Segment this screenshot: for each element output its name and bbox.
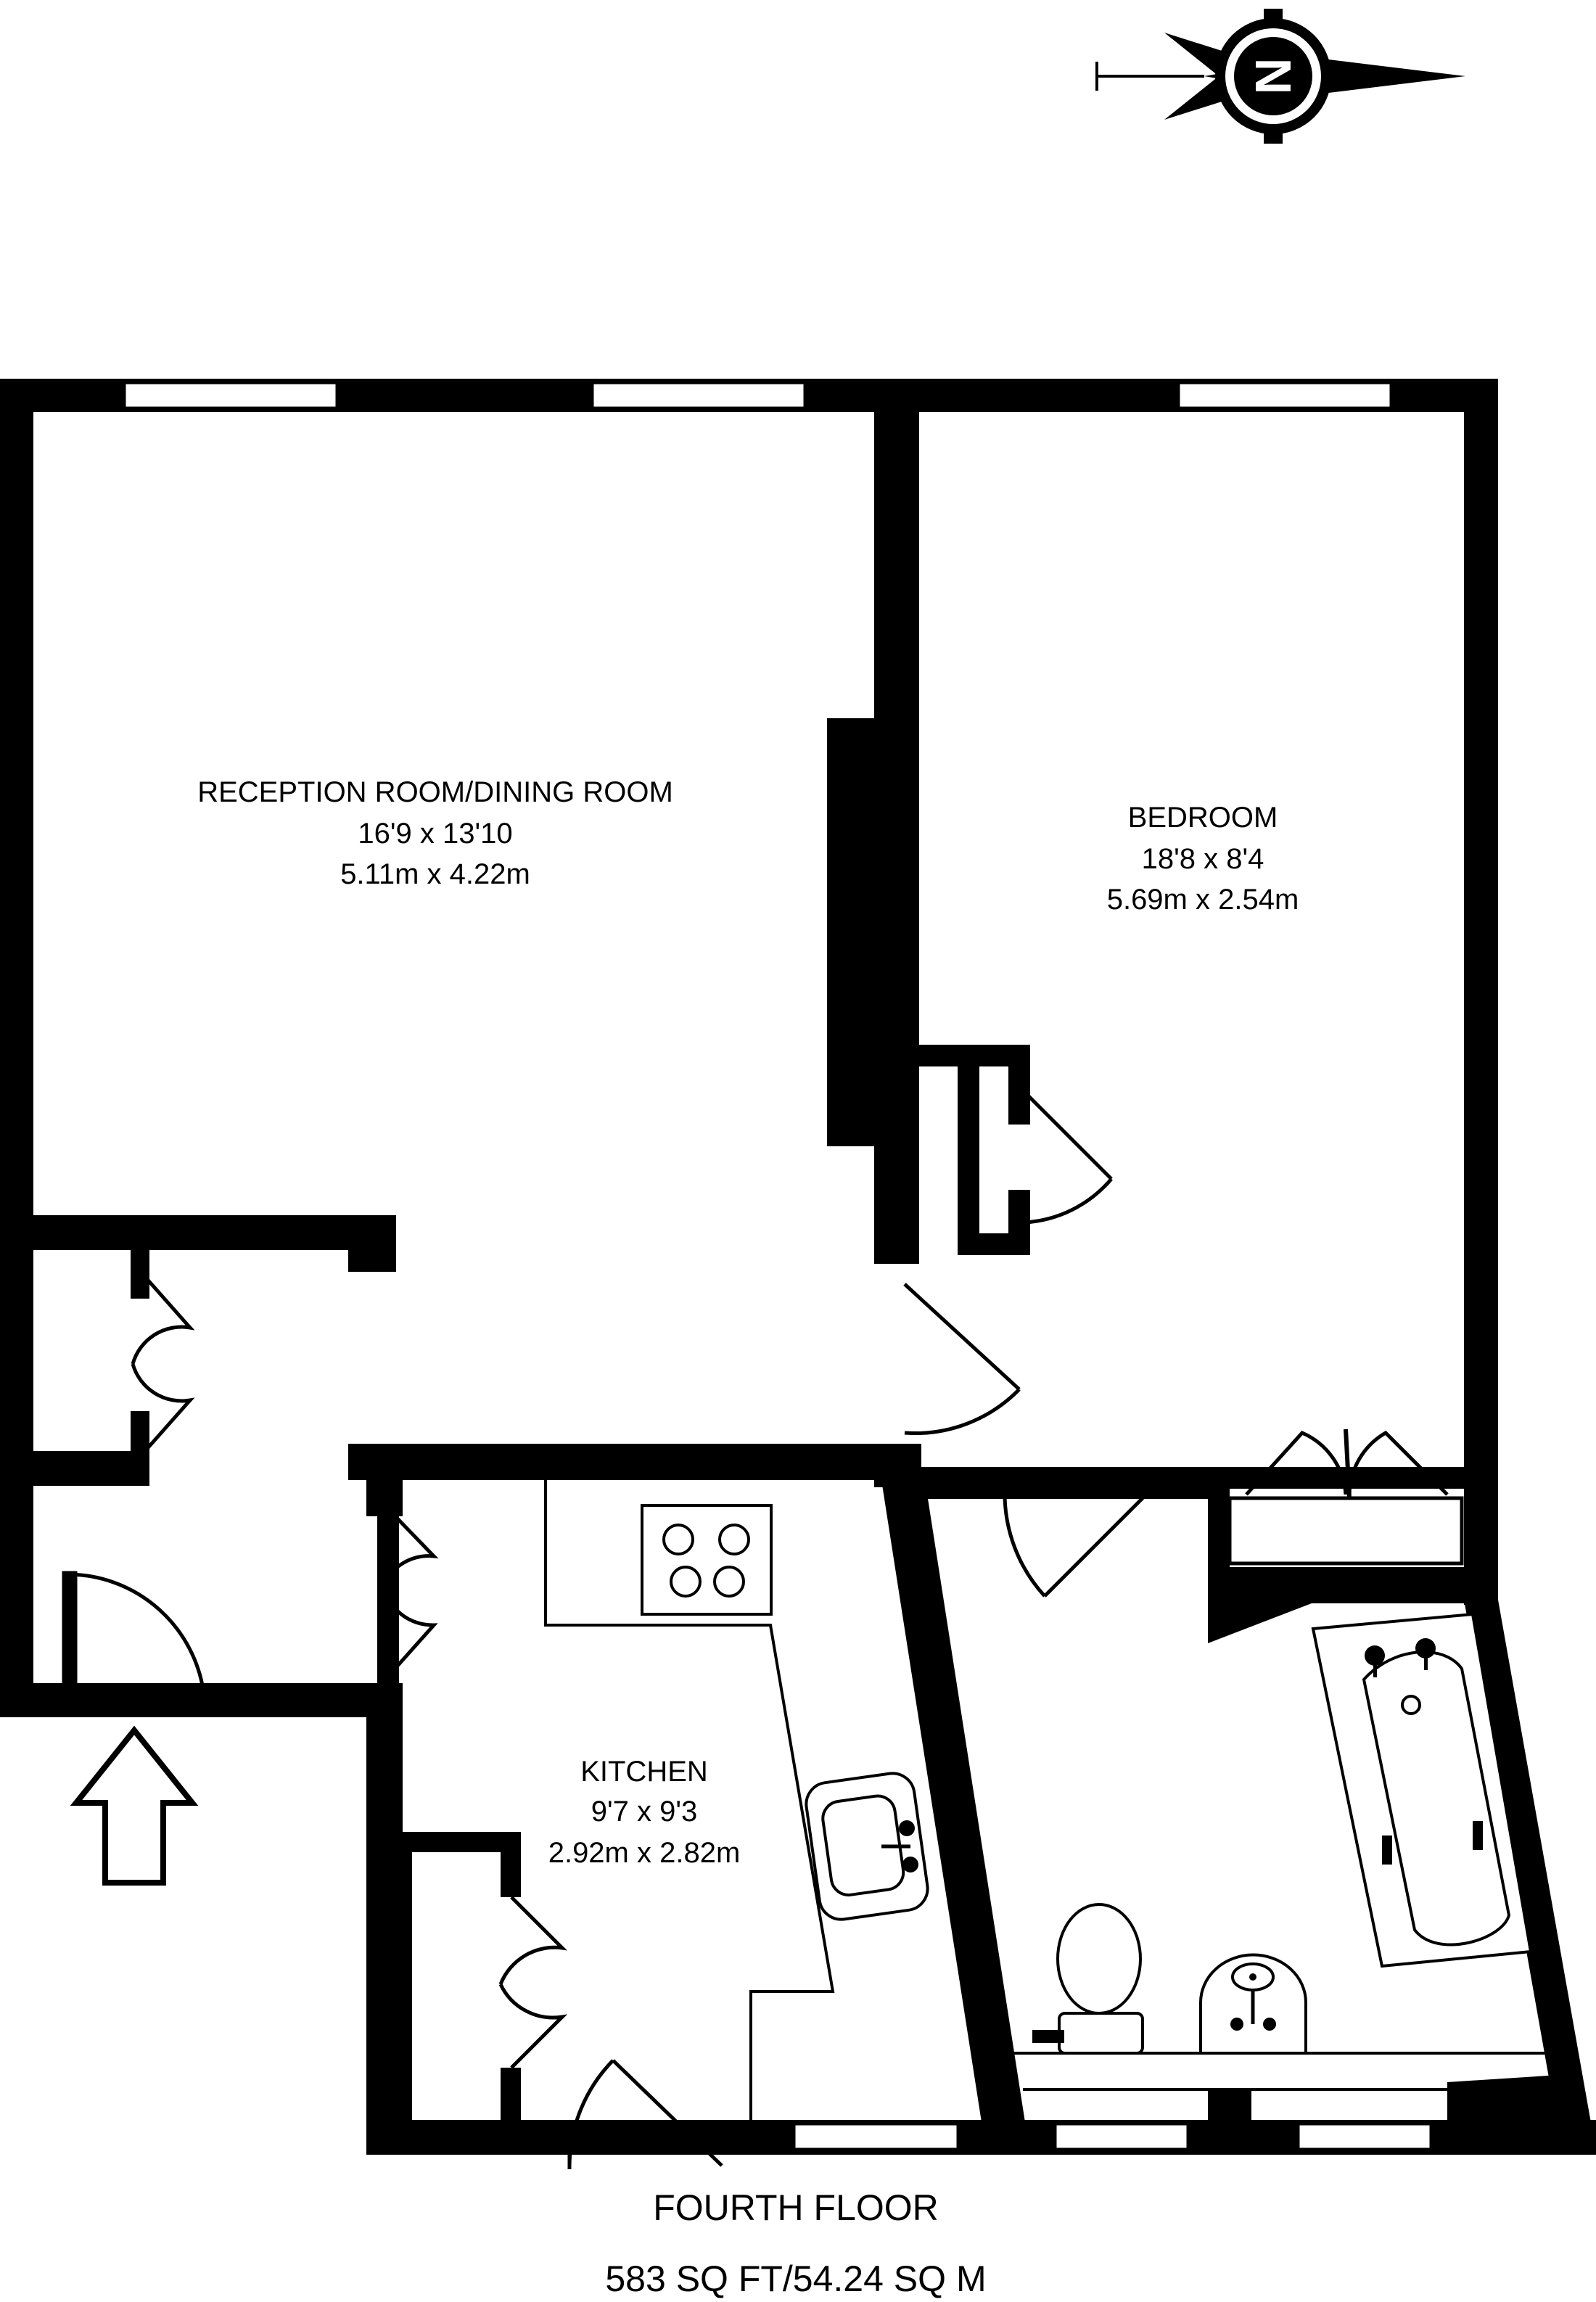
room-metric-size: 2.92m x 2.82m <box>548 1837 741 1869</box>
entrance-arrow-icon <box>70 1725 199 1886</box>
room-imperial-size: 18'8 x 8'4 <box>1142 843 1264 875</box>
reception-room-label: RECEPTION ROOM/DINING ROOM 16'9 x 13'10 … <box>197 776 673 890</box>
room-metric-size: 5.11m x 4.22m <box>340 858 530 890</box>
north-compass-icon: N <box>1095 9 1465 144</box>
interior-walls <box>33 379 1567 2155</box>
kitchen-worktop <box>544 1480 835 2122</box>
floor-name: FOURTH FLOOR <box>653 2187 939 2228</box>
compass-letter: N <box>1245 58 1301 95</box>
bathroom-basin-icon <box>1199 1953 1307 2055</box>
exterior-walls <box>0 379 1596 2155</box>
doors <box>62 1090 1464 2169</box>
kitchen-label: KITCHEN 9'7 x 9'3 2.92m x 2.82m <box>548 1756 741 1869</box>
room-metric-size: 5.69m x 2.54m <box>1107 884 1299 916</box>
kitchen-sink-icon <box>805 1772 929 1921</box>
toilet-icon <box>1032 1903 1144 2055</box>
total-area: 583 SQ FT/54.24 SQ M <box>605 2258 986 2299</box>
room-imperial-size: 9'7 x 9'3 <box>591 1796 697 1828</box>
bedroom-label: BEDROOM 18'8 x 8'4 5.69m x 2.54m <box>1107 802 1299 916</box>
room-name: KITCHEN <box>580 1756 708 1788</box>
windows <box>123 382 1432 2150</box>
bathtub-icon <box>1311 1612 1533 1968</box>
room-name: RECEPTION ROOM/DINING ROOM <box>197 776 673 808</box>
hob-icon <box>641 1504 773 1616</box>
room-name: BEDROOM <box>1128 802 1278 834</box>
room-imperial-size: 16'9 x 13'10 <box>358 818 512 850</box>
